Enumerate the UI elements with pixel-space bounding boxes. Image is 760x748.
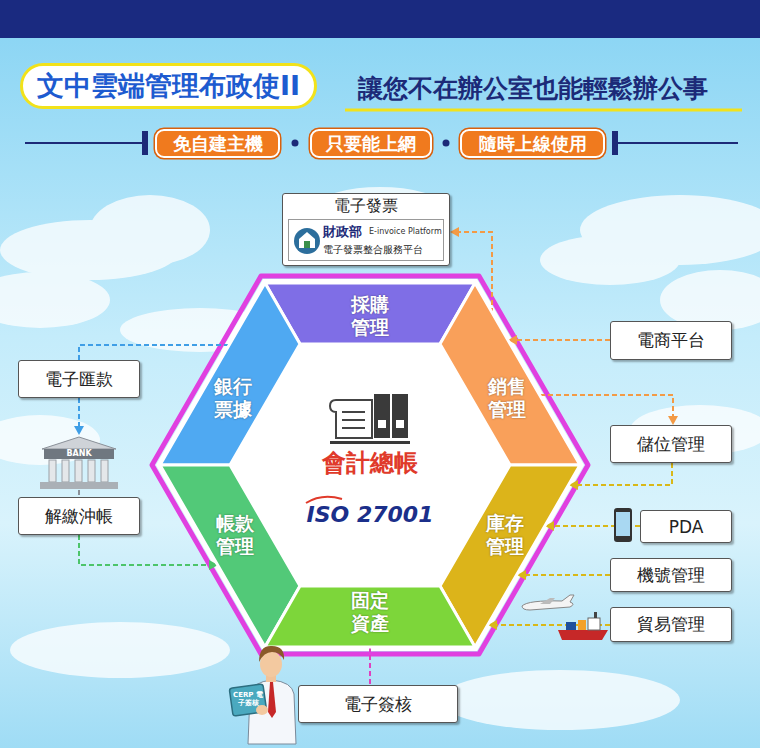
node-text: 機號管理 [637, 564, 705, 587]
module-box: 電子簽核 [298, 685, 458, 723]
connector [79, 345, 229, 360]
einvoice-box: 電子發票財政部 E-invoice Platform 電子發票整合服務平台 [282, 193, 450, 266]
connector [517, 570, 610, 580]
connector-line [369, 647, 371, 685]
bank-column [62, 460, 69, 482]
node-text: 儲位管理 [637, 433, 705, 456]
bank-column [101, 460, 108, 482]
segment-text: 銷售 管理 [485, 375, 529, 421]
rule-bar [612, 131, 618, 155]
separator-dot [443, 140, 450, 147]
phone-icon [614, 508, 632, 542]
clouds [0, 187, 760, 730]
bank-text: BANK [38, 449, 120, 459]
connector-line [79, 535, 209, 565]
connector [540, 395, 678, 425]
connector-line [78, 490, 80, 497]
core-text: 會計總帳 [322, 447, 418, 479]
emblem-door [304, 241, 310, 248]
bank-building: BANK [38, 435, 120, 490]
connector-line [79, 345, 229, 360]
node-text: 免自建主機 [173, 132, 263, 156]
module-box: 儲位管理 [610, 425, 732, 463]
rule-line [617, 142, 738, 144]
rule-bar [142, 131, 148, 155]
connector-line [578, 463, 672, 485]
connector [79, 535, 218, 570]
connector [508, 335, 610, 345]
node-text: 隨時上線使用 [479, 132, 587, 156]
bank-column [88, 460, 95, 482]
connector-line [540, 395, 673, 416]
arrowhead [450, 227, 459, 237]
segment-text: 固定資產 [348, 589, 392, 635]
bank-shape [38, 435, 120, 490]
hex-segment: 固定資產 [265, 586, 475, 647]
connector-line [517, 339, 610, 341]
connector [79, 490, 80, 497]
segment-text: 帳款 管理 [213, 512, 257, 558]
title-underline [345, 109, 742, 112]
segment-polygon [265, 586, 475, 647]
einvoice-logo-panel: 財政部 E-invoice Platform 電子發票整合服務平台 [288, 219, 444, 261]
node-text: 只要能上網 [326, 132, 416, 156]
core-text: ISO 27001 [307, 502, 434, 527]
title-pill: 文中雲端管理布政使II [20, 63, 317, 109]
module-box: 貿易管理 [610, 607, 732, 642]
title-text: 文中雲端管理布政使II [37, 68, 300, 104]
arrowhead [668, 416, 678, 425]
logo-text: 財政部 [323, 223, 362, 241]
module-box: 電商平台 [610, 321, 732, 360]
feature-pill: 免自建主機 [155, 129, 280, 158]
hexagon-ground [156, 279, 584, 651]
emblem-disc [294, 228, 320, 254]
emblem-house [299, 232, 315, 248]
feature-pill: 只要能上網 [310, 129, 432, 158]
segment-polygon [265, 283, 475, 344]
mof-emblem [292, 222, 322, 260]
logo-text: 電子發票整合服務平台 [323, 243, 423, 257]
connector-line [78, 398, 80, 426]
connector-line [526, 574, 610, 576]
connector [74, 398, 84, 435]
plane-icon [522, 595, 574, 610]
node-text: 電子簽核 [344, 693, 412, 716]
bank-pediment [42, 437, 116, 449]
bank-base [40, 482, 118, 489]
top-band [0, 0, 760, 38]
segment-text: 庫存 管理 [483, 512, 527, 558]
ledger-icon [330, 394, 410, 444]
subtitle: 讓您不在辦公室也能輕鬆辦公事 [358, 72, 708, 105]
node-text: 貿易管理 [637, 613, 705, 636]
separator-dot [292, 140, 299, 147]
node-text: 電子發票 [283, 196, 449, 217]
iso-swoosh [306, 497, 342, 503]
tablet-label: CERP 電子簽核 [233, 691, 263, 708]
module-box: PDA [640, 510, 732, 543]
node-text: 電商平台 [637, 329, 705, 352]
segment-text: 銀行 票據 [211, 375, 255, 421]
ship-icon [558, 612, 608, 640]
rule-line [25, 142, 143, 144]
module-box: 解繳沖帳 [18, 497, 140, 535]
node-text: 電子匯款 [45, 368, 113, 391]
businessman-figure [229, 646, 296, 744]
bank-column [75, 460, 82, 482]
arrowhead [74, 426, 84, 435]
hexagon-outline [152, 276, 588, 654]
connector [569, 463, 672, 490]
bank-column [49, 460, 56, 482]
logo-text: E-invoice Platform [369, 227, 442, 236]
node-text: PDA [669, 517, 704, 537]
module-box: 電子匯款 [18, 360, 140, 398]
segment-text: 採購管理 [348, 293, 392, 339]
feature-pill: 隨時上線使用 [460, 129, 605, 158]
node-text: 解繳沖帳 [45, 505, 113, 528]
module-box: 機號管理 [610, 558, 732, 592]
connector [370, 647, 371, 685]
hex-segment: 採購管理 [265, 283, 475, 344]
